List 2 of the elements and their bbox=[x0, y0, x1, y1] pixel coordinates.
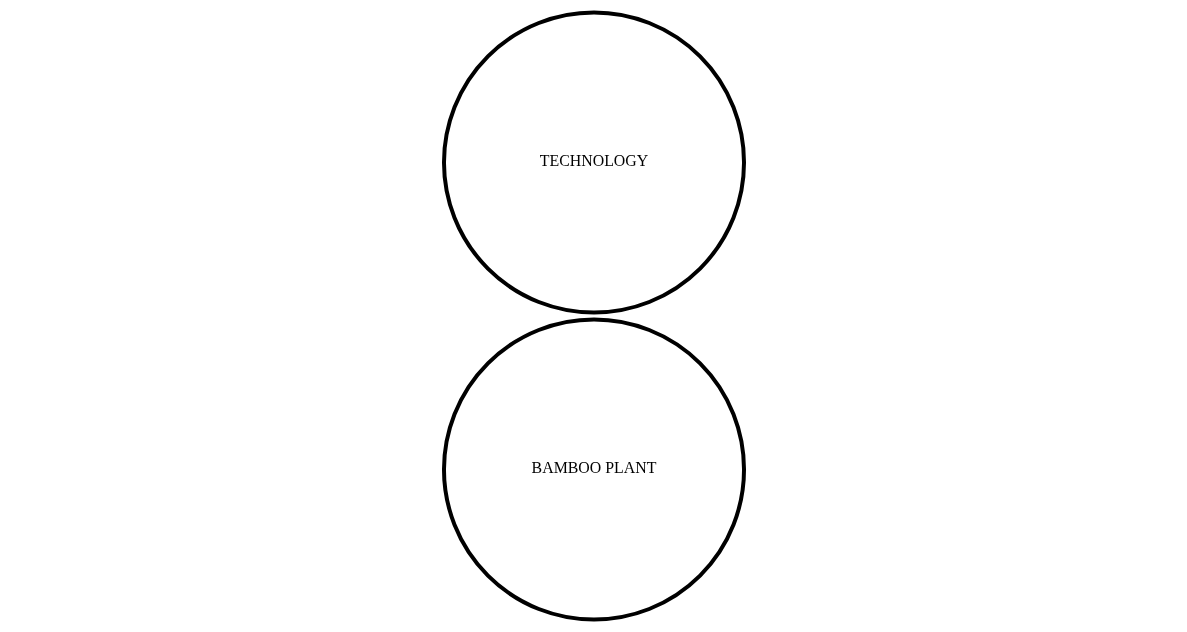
node-circle: BAMBOO PLANT bbox=[441, 317, 746, 622]
node-circle: TECHNOLOGY bbox=[441, 10, 746, 315]
